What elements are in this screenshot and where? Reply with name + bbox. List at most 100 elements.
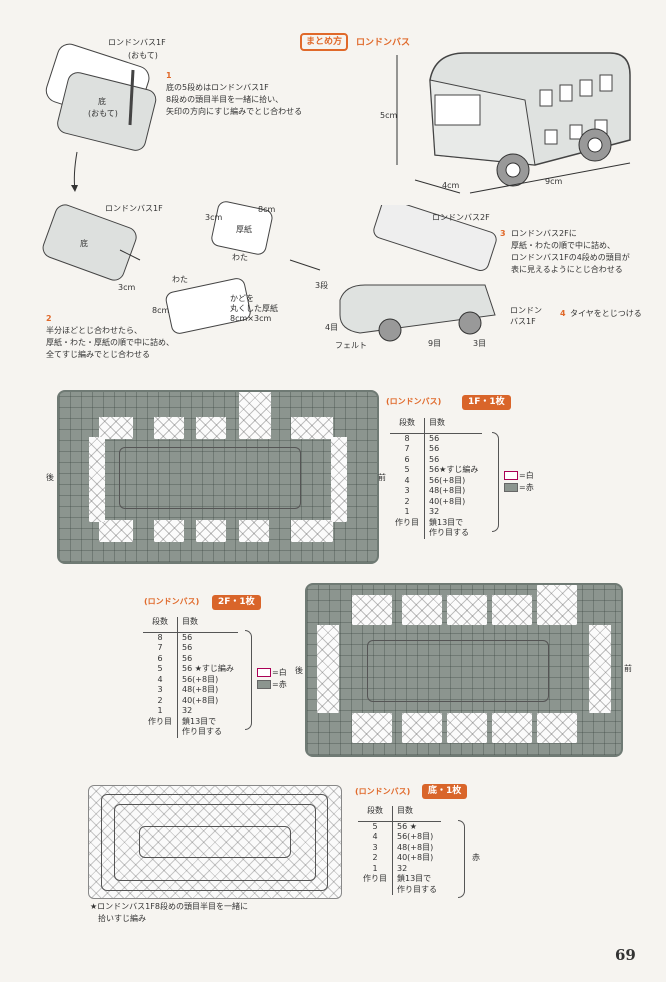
- table-row: 5 56 ★すじ編み: [143, 664, 238, 675]
- text-line: 表に見えるようにとじ合わせる: [511, 265, 623, 274]
- step1-text: 底の5段めはロンドンバス1F 8段めの頭目半目を一緒に拾い、 矢印の方向にすじ編…: [166, 82, 302, 118]
- text-line: 厚紙・わた・厚紙の順で中に詰め、: [46, 338, 174, 347]
- round: 3: [390, 486, 425, 497]
- label: 8cm: [152, 306, 170, 315]
- round: 1: [143, 706, 178, 717]
- table-row: 作り目鎖13目で 作り目する: [390, 517, 482, 539]
- table-row: 作り目鎖13目で 作り目する: [358, 874, 441, 895]
- label: フェルト: [335, 341, 367, 350]
- legend: =白=赤: [504, 470, 534, 494]
- legend-red: =赤: [272, 680, 287, 689]
- table-row: 2 40(+8目): [143, 695, 238, 706]
- label: 9目: [428, 339, 442, 348]
- label: 8cm: [258, 205, 276, 214]
- table-badge: 2F・1枚: [212, 595, 261, 610]
- text-line: 8cm×3cm: [230, 314, 272, 323]
- label: 3cm: [205, 213, 223, 222]
- table-header: 段数目数: [143, 617, 238, 633]
- stitch-count: 鎖13目で 作り目する: [397, 874, 437, 894]
- round: 4: [390, 475, 425, 486]
- table-badge: 1F・1枚: [462, 395, 511, 410]
- legend: =白 =赤: [257, 667, 287, 691]
- label: 底: [80, 239, 88, 248]
- round: 作り目: [390, 517, 425, 539]
- col-rounds: 段数: [390, 418, 425, 434]
- chart-1f: [57, 390, 379, 564]
- round: 1: [358, 863, 393, 874]
- text-line: ロンドンバス2Fに: [511, 229, 577, 238]
- label: わた: [172, 275, 188, 284]
- round: 4: [143, 674, 178, 685]
- text-line: 矢印の方向にすじ編みでとじ合わせる: [166, 107, 303, 116]
- table-row: 作り目鎖13目で 作り目する: [143, 716, 238, 738]
- step-number: 1: [166, 71, 172, 80]
- round: 作り目: [358, 874, 393, 895]
- round: 7: [143, 643, 178, 654]
- round: 1: [390, 507, 425, 518]
- stitch-count: 40(+8目): [182, 695, 219, 705]
- legend-red: 赤: [472, 853, 480, 862]
- round: 2: [390, 496, 425, 507]
- round: 5: [390, 465, 425, 476]
- round: 6: [143, 653, 178, 664]
- text-line: ロンドン: [510, 306, 542, 315]
- round: 作り目: [143, 716, 178, 738]
- table-title: (ロンドンバス): [355, 787, 411, 796]
- stitch-count: 56 ★: [397, 821, 417, 831]
- stitch-count: 32: [182, 706, 193, 715]
- step-number: 3: [500, 229, 506, 238]
- round: 7: [390, 444, 425, 455]
- text-line: 厚紙・わたの順で中に詰め、: [511, 241, 615, 250]
- stitch-count: 56 ★すじ編み: [182, 664, 234, 673]
- label: (おもて): [128, 51, 158, 60]
- dimension-height: 5cm: [380, 111, 398, 120]
- table-row: 7 56: [390, 444, 482, 455]
- legend-white: =白: [272, 668, 287, 677]
- bus-illustration: [396, 52, 631, 194]
- table-row: 5 56★すじ編み: [390, 465, 482, 476]
- stitch-count: 56: [429, 433, 440, 443]
- stitch-count: 56: [182, 653, 193, 663]
- round: 2: [143, 695, 178, 706]
- stitch-count: 56★すじ編み: [429, 465, 479, 474]
- label: ロンドンバス1F: [105, 204, 163, 213]
- col-stitches: 目数: [177, 617, 238, 633]
- round: 6: [390, 454, 425, 465]
- stitch-count: 56(+8目): [397, 832, 434, 841]
- stitch-count: 56: [429, 444, 440, 453]
- label: 3cm: [118, 283, 136, 292]
- round: 5: [358, 821, 393, 832]
- text-line: ★ロンドンバス1F8段めの頭目半目を一緒に: [90, 902, 248, 911]
- label: 3段: [315, 281, 329, 290]
- text-line: 半分ほどとじ合わせたら、: [46, 326, 142, 335]
- section-label: まとめ方: [300, 33, 349, 51]
- step1-illustration: [45, 43, 157, 151]
- round: 5: [143, 664, 178, 675]
- back-label: 後: [46, 473, 54, 482]
- step2-text: 半分ほどとじ合わせたら、厚紙・わた・厚紙の順で中に詰め、全てすじ編みでとじ合わせ…: [46, 325, 174, 361]
- step-number: 4: [560, 309, 566, 318]
- round: 3: [143, 685, 178, 696]
- table-row: 1 32: [143, 706, 238, 717]
- stitch-count: 鎖13目で 作り目する: [182, 716, 222, 737]
- col-stitches: 目数: [424, 418, 483, 434]
- text-line: 丸くした厚紙: [230, 304, 278, 313]
- stitch-count: 鎖13目で 作り目する: [429, 517, 469, 538]
- page-number: 69: [615, 946, 636, 964]
- label: ロンドンバス1F: [108, 38, 166, 47]
- dimension-depth: 4cm: [442, 181, 460, 190]
- table-title: (ロンドンバス): [386, 397, 442, 406]
